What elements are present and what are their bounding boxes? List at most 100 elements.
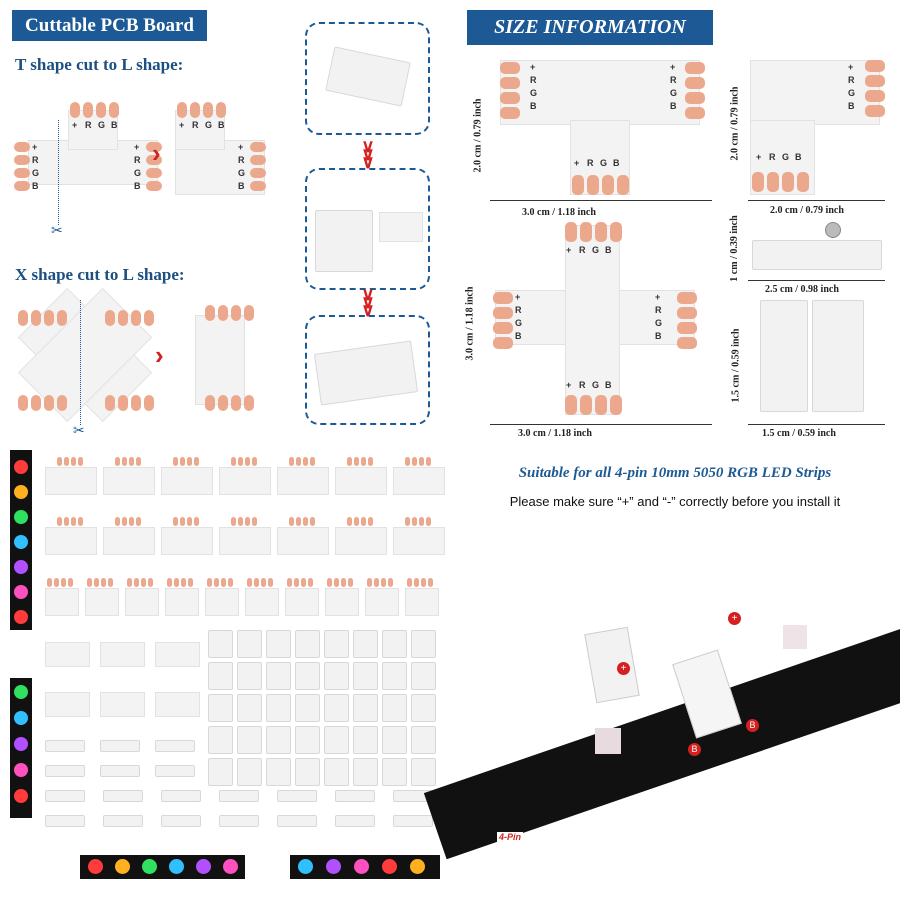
led-light bbox=[410, 859, 425, 874]
solder-pad bbox=[414, 578, 419, 587]
pin-label: B bbox=[795, 152, 802, 162]
pin-label: + bbox=[134, 142, 140, 152]
pin-label: + bbox=[756, 152, 762, 162]
x-connector-item bbox=[100, 642, 145, 667]
solder-pad bbox=[129, 517, 134, 526]
led-light bbox=[14, 610, 28, 624]
solder-pad bbox=[87, 578, 92, 587]
solder-pad bbox=[174, 578, 179, 587]
cuttable-pcb-title: Cuttable PCB Board bbox=[12, 10, 207, 41]
solder-pad bbox=[294, 578, 299, 587]
solder-pad bbox=[64, 517, 69, 526]
x-connector-item bbox=[45, 692, 90, 717]
pin-label: + bbox=[238, 142, 244, 152]
l-board-size bbox=[750, 60, 880, 125]
t-connector-item bbox=[103, 467, 155, 495]
solder-pad bbox=[327, 578, 332, 587]
gapless-connector-item bbox=[237, 726, 262, 754]
mounting-clip bbox=[752, 240, 882, 270]
conn-height-label: 1.5 cm / 0.59 inch bbox=[730, 328, 742, 403]
gapless-connector-item bbox=[237, 758, 262, 786]
l-board-photo bbox=[379, 212, 423, 242]
l-connector-item bbox=[325, 588, 359, 616]
solder-pad bbox=[361, 457, 366, 466]
solder-pad bbox=[221, 578, 226, 587]
pin-label: G bbox=[848, 88, 856, 98]
solder-pad bbox=[214, 578, 219, 587]
solder-pad bbox=[205, 395, 215, 411]
led-strip bbox=[423, 610, 900, 860]
gapless-connector-item bbox=[411, 694, 436, 722]
solder-pad bbox=[71, 517, 76, 526]
solder-pad bbox=[173, 457, 178, 466]
solder-pad bbox=[144, 310, 154, 326]
gapless-connector-item bbox=[382, 758, 407, 786]
solder-pad bbox=[14, 168, 30, 178]
gapless-connector-item bbox=[411, 758, 436, 786]
pin-label: + bbox=[655, 292, 661, 302]
led-light bbox=[14, 585, 28, 599]
solder-pad bbox=[57, 457, 62, 466]
solder-pad bbox=[426, 457, 431, 466]
mounting-clip-item bbox=[219, 815, 259, 827]
solder-pad bbox=[57, 310, 67, 326]
t-connector-item bbox=[335, 527, 387, 555]
led-light bbox=[142, 859, 157, 874]
pin-label: B bbox=[134, 181, 141, 191]
solder-pad bbox=[361, 517, 366, 526]
solder-pad bbox=[303, 457, 308, 466]
solder-pad bbox=[190, 102, 200, 118]
solder-pad bbox=[238, 517, 243, 526]
gapless-connector-item bbox=[266, 662, 291, 690]
step-box-1 bbox=[305, 22, 430, 135]
pin-label: B bbox=[32, 181, 39, 191]
solder-pad bbox=[782, 172, 794, 192]
pin-label: R bbox=[32, 155, 39, 165]
conn-width-label: 1.5 cm / 0.59 inch bbox=[762, 428, 836, 439]
l-connector-item bbox=[125, 588, 159, 616]
pin-label: G bbox=[670, 88, 678, 98]
solder-pad bbox=[752, 172, 764, 192]
led-light bbox=[14, 485, 28, 499]
pin-label: B bbox=[515, 331, 522, 341]
pin-label: B bbox=[605, 245, 612, 255]
solder-pad bbox=[115, 517, 120, 526]
gapless-connector-item bbox=[382, 630, 407, 658]
solder-pad bbox=[797, 172, 809, 192]
solder-pad bbox=[247, 578, 252, 587]
l-connector-item bbox=[405, 588, 439, 616]
solder-pad bbox=[44, 395, 54, 411]
t-height-label: 2.0 cm / 0.79 inch bbox=[472, 98, 484, 173]
clip-width-label: 2.5 cm / 0.98 inch bbox=[765, 284, 839, 295]
scissors-icon: ✂ bbox=[73, 422, 85, 438]
callout-plus: + bbox=[617, 662, 630, 675]
solder-pad bbox=[94, 578, 99, 587]
solder-pad bbox=[677, 307, 697, 319]
gapless-connector-item bbox=[237, 694, 262, 722]
gapless-connector-item bbox=[295, 694, 320, 722]
solder-pad bbox=[500, 92, 520, 104]
solder-pad bbox=[180, 457, 185, 466]
t-connector-item bbox=[161, 467, 213, 495]
cut-line bbox=[80, 300, 81, 425]
solder-pad bbox=[146, 168, 162, 178]
mounting-clip-item bbox=[335, 790, 375, 802]
gapless-connector-item bbox=[324, 662, 349, 690]
solder-pad bbox=[500, 77, 520, 89]
solder-pad bbox=[14, 181, 30, 191]
solder-pad bbox=[334, 578, 339, 587]
gapless-connector-item bbox=[237, 630, 262, 658]
mounting-clip-item bbox=[45, 790, 85, 802]
rgb-strip-horizontal bbox=[80, 855, 245, 879]
t-connector-item bbox=[393, 467, 445, 495]
solder-pad bbox=[587, 175, 599, 195]
l-connector-item bbox=[45, 588, 79, 616]
pin-label: G bbox=[600, 158, 608, 168]
pin-label: R bbox=[670, 75, 677, 85]
chevron-down-icon: ∨∨∨ bbox=[361, 136, 375, 172]
solder-pad bbox=[381, 578, 386, 587]
pin-label: B bbox=[670, 101, 677, 111]
solder-pad bbox=[134, 578, 139, 587]
solder-pad bbox=[595, 222, 607, 242]
rgb-led-chip bbox=[783, 625, 807, 649]
